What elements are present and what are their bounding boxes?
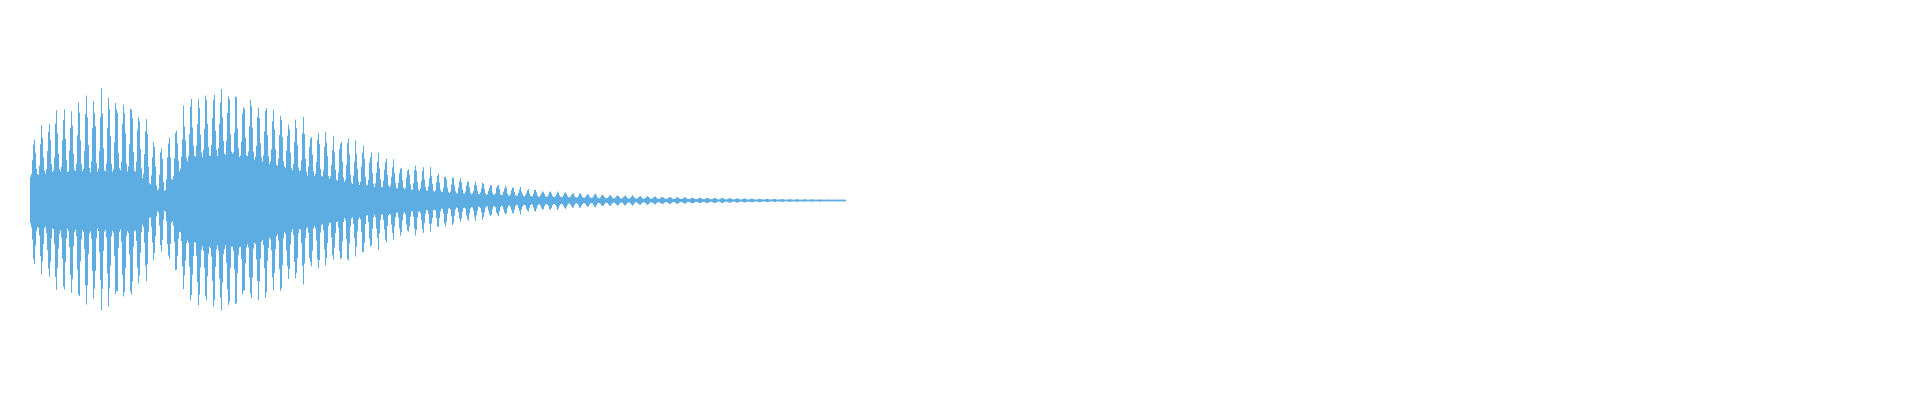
waveform-samples	[30, 88, 846, 311]
